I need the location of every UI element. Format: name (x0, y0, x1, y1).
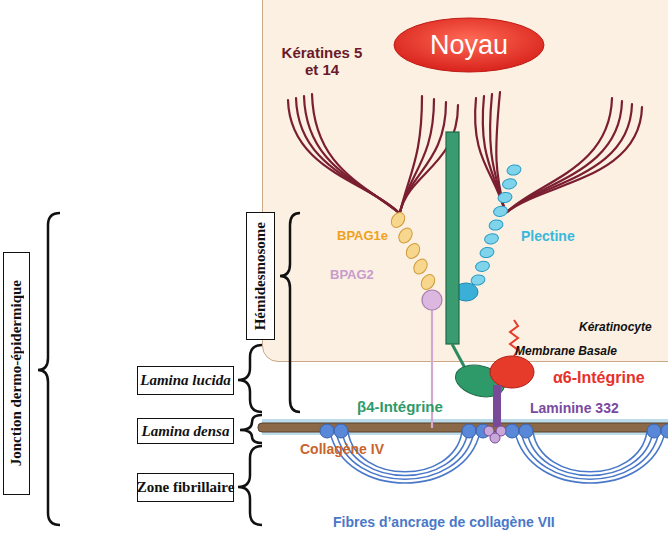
keratin-filament (400, 96, 422, 212)
keratin-filament (507, 104, 632, 212)
bpag2-stalk (431, 310, 433, 428)
bpag1e-coil (404, 241, 423, 261)
plectin-coil (497, 191, 513, 204)
plectin-coil (502, 177, 518, 190)
bracket (238, 345, 262, 412)
collagen-vii-end (320, 424, 334, 438)
keratin-filament (400, 99, 434, 212)
keratin-filament (400, 105, 458, 212)
beta4-integrin (452, 360, 508, 402)
keratin-filament (288, 100, 398, 212)
layer-label-box: Zone fibrillaire (137, 473, 234, 502)
collagen-vii-fibre (527, 432, 653, 476)
node-text: Noyau (430, 30, 508, 61)
collagen-vii-end (476, 424, 490, 438)
side-label-box: Hémidesmosome (246, 212, 275, 340)
node-text: Hémidesmosome (252, 222, 269, 330)
node-text: Lamina lucida (140, 372, 230, 389)
keratin-filament (312, 94, 398, 212)
protein-label: Fibres d’ancrage de collagène VII (333, 515, 555, 530)
collagen-vii-end (462, 424, 476, 438)
collagen-vii-end (334, 424, 348, 438)
beta4-segment (446, 159, 459, 160)
nucleus-ellipse: Noyau (393, 17, 545, 73)
nucleus-shape (394, 18, 544, 72)
bpag1e-coil (389, 210, 408, 230)
beta4-segment (446, 231, 459, 232)
keratin-filament (296, 98, 398, 212)
bpag1e-coil (419, 272, 438, 292)
laminin-rod (493, 385, 501, 427)
collagen-vii-fibre (342, 432, 468, 476)
keratin-filament (475, 98, 505, 212)
plectin-coil (470, 274, 486, 287)
protein-label: Laminine 332 (530, 401, 619, 416)
node-text: Kératinocyte (579, 320, 652, 334)
plectin-coil (484, 232, 500, 245)
bpag1e-coil (396, 226, 415, 246)
node-text: Jonction dermo-épidermique (8, 280, 25, 466)
plectin-coil (493, 205, 509, 218)
layer-label-box: Lamina densa (137, 418, 234, 444)
beta4-segment (446, 195, 459, 196)
bracket (240, 415, 262, 443)
protein-label: Collagène IV (300, 442, 384, 457)
plectin-coil (488, 219, 504, 232)
plectin-coil (506, 164, 522, 177)
keratinocyte-cell: Kératinocyte Noyau (262, 0, 668, 362)
bpag1e-coil (411, 257, 430, 277)
keratin-filament (507, 98, 612, 212)
bpag2-head (422, 290, 442, 310)
collagen-vii-fibre (348, 432, 462, 472)
side-label-box: Jonction dermo-épidermique (3, 252, 30, 495)
collagen-vii-fibre (521, 432, 659, 479)
bracket (280, 213, 300, 412)
collagen-vii-fibre (515, 432, 665, 483)
beta4-rod (446, 132, 459, 344)
layer-label-box: Lamina lucida (137, 366, 234, 395)
collagen-vii-end (647, 424, 661, 438)
collagen-vii-fibre (533, 432, 647, 472)
protein-label: α6-Intégrine (553, 369, 645, 387)
keratin-filament (304, 96, 398, 212)
collagen-vii-end (661, 424, 668, 438)
keratin-filament (483, 96, 505, 212)
beta4-segment (446, 303, 459, 304)
collagen-iv-rod (258, 423, 668, 432)
laminin-globule (496, 426, 506, 436)
plectin-coil (475, 260, 491, 273)
plectin-coil (479, 246, 495, 259)
protein-label: β4-Intégrine (357, 399, 443, 416)
laminin-globule (484, 426, 494, 436)
collagen-vii-fibre (330, 432, 480, 483)
keratin-filament (490, 94, 505, 212)
collagen-vii-fibre (336, 432, 474, 479)
bracket (238, 446, 262, 525)
alpha6-coil (510, 320, 518, 356)
plectin-head (454, 283, 478, 301)
collagen-vii-end (519, 424, 533, 438)
beta4-link (452, 344, 465, 368)
keratin-filament (507, 107, 642, 212)
keratin-filament (507, 101, 622, 212)
node-text: Lamina densa (142, 423, 230, 440)
beta4-segment (446, 267, 459, 268)
keratin-filament (496, 92, 505, 212)
basement-band (262, 419, 668, 435)
laminin-globule (490, 433, 500, 443)
alpha6-integrin (490, 356, 534, 388)
collagen-vii-end (505, 424, 519, 438)
keratin-filament (400, 102, 446, 212)
node-text: Zone fibrillaire (137, 479, 235, 496)
bracket (38, 213, 60, 525)
